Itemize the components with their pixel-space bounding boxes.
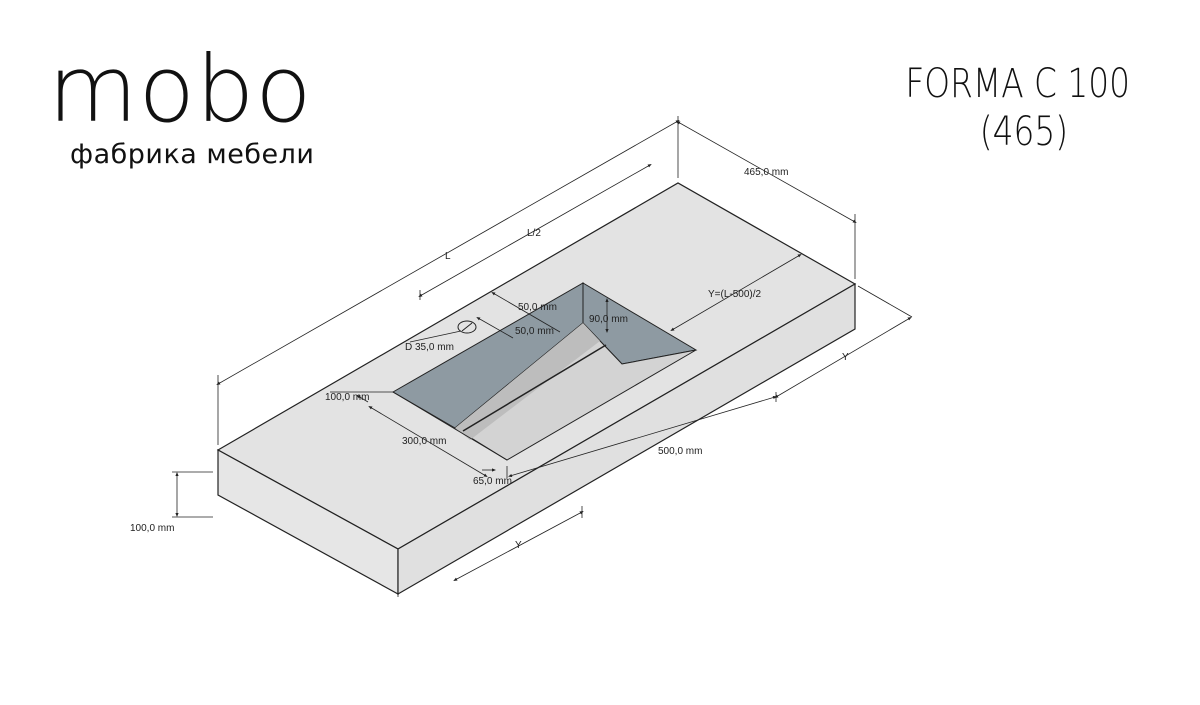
dim-y-front-label: Y: [515, 540, 522, 551]
brand-logo: mobo: [48, 36, 313, 143]
dim-y-front-line: [453, 511, 584, 581]
dim-y-right-label: Y: [842, 352, 849, 363]
dim-bowl-length-line: [508, 396, 777, 477]
dim-tap-offset-side-label: 50,0 mm: [515, 326, 554, 337]
dim-y-right-line: [774, 316, 912, 399]
dim-length-label: L: [445, 251, 451, 262]
dim-offset-label: Y=(L-500)/2: [708, 289, 762, 300]
dim-thickness-label: 100,0 mm: [130, 523, 174, 534]
dim-tap-hole-label: D 35,0 mm: [405, 342, 454, 353]
dim-half-length-label: L/2: [527, 228, 541, 239]
brand-tagline: фабрика мебели: [70, 139, 315, 170]
dim-bowl-width-label: 300,0 mm: [402, 436, 446, 447]
dim-depth-line: [676, 121, 857, 223]
product-title-size: (465): [979, 109, 1068, 155]
product-title-name: FORMA C 100: [905, 61, 1130, 107]
dim-offset-line: [670, 253, 802, 332]
dim-half-length-line: [418, 164, 652, 297]
dim-bowl-length-label: 500,0 mm: [658, 446, 702, 457]
dim-depth-label: 465,0 mm: [744, 167, 788, 178]
product-title: FORMA C 100 (465): [830, 60, 1130, 156]
dim-bowl-depth-label: 90,0 mm: [589, 314, 628, 325]
brand-block: mobo фабрика мебели: [48, 44, 352, 170]
dim-bowl-width-line: [368, 405, 488, 478]
dim-front-margin-label: 100,0 mm: [325, 392, 369, 403]
dim-tap-offset-top-label: 50,0 mm: [518, 302, 557, 313]
dim-drain-offset-label: 65,0 mm: [473, 476, 512, 487]
